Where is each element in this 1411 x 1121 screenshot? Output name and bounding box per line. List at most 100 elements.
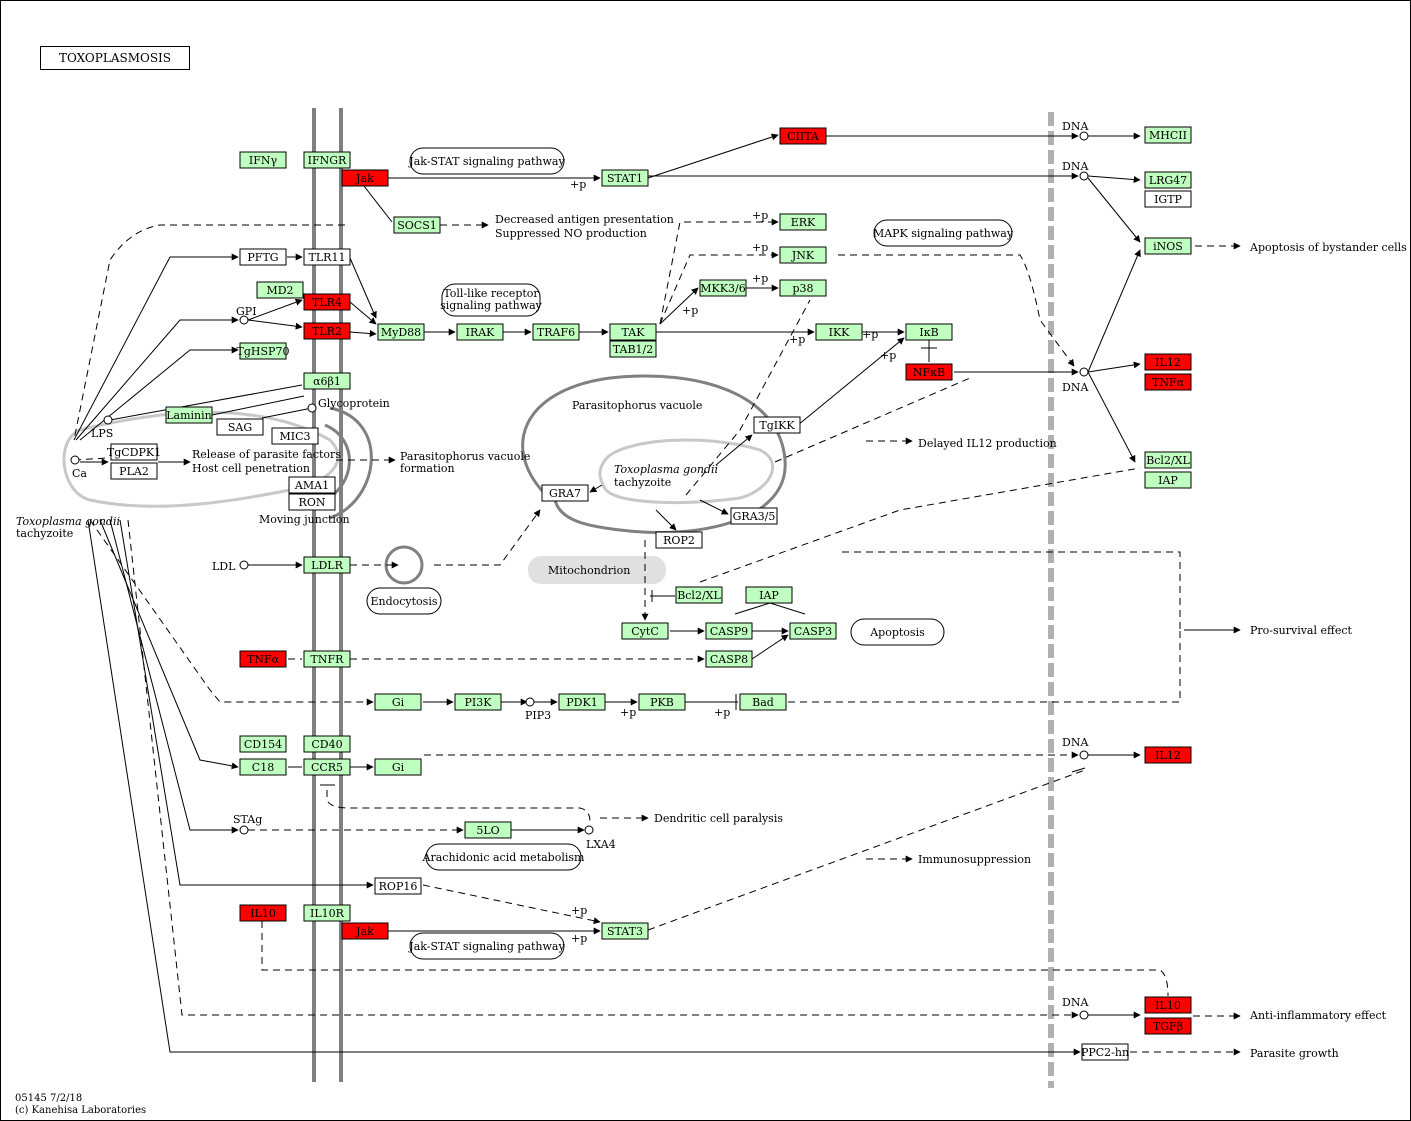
gene-node-tghsp70[interactable]: TgHSP70 xyxy=(237,342,290,360)
gene-node-tgcdpk1[interactable]: TgCDPK1 xyxy=(107,443,161,461)
gene-label: IL10 xyxy=(250,907,276,920)
gene-node-il12a[interactable]: IL12 xyxy=(1144,353,1192,371)
gene-node-irak[interactable]: IRAK xyxy=(456,323,504,341)
label-pvf2: formation xyxy=(400,462,455,475)
gene-node-p38[interactable]: p38 xyxy=(779,279,827,297)
gene-label: IFNγ xyxy=(249,154,278,167)
gene-node-pi3k[interactable]: PI3K xyxy=(454,693,502,711)
gene-label: PPC2-hn xyxy=(1081,1046,1129,1059)
gene-node-lrg47[interactable]: LRG47 xyxy=(1144,171,1192,189)
gene-node-erk[interactable]: ERK xyxy=(779,213,827,231)
gene-node-iap_r[interactable]: IAP xyxy=(1144,471,1192,489)
label-p_pkb: +p xyxy=(620,706,636,719)
gene-node-tgfb[interactable]: TGFβ xyxy=(1144,1017,1192,1035)
pathway-link-arach[interactable]: Arachidonic acid metabolism xyxy=(422,843,585,871)
gene-node-pkb[interactable]: PKB xyxy=(638,693,686,711)
gene-node-casp3[interactable]: CASP3 xyxy=(789,622,837,640)
gene-node-rop16[interactable]: ROP16 xyxy=(374,877,422,895)
gene-node-ppc2[interactable]: PPC2-hn xyxy=(1081,1043,1129,1061)
gene-node-ciita[interactable]: CIITA xyxy=(779,127,827,145)
gene-node-gra35[interactable]: GRA3/5 xyxy=(730,507,778,525)
gene-node-ifng[interactable]: IFNγ xyxy=(239,151,287,169)
gene-node-bad[interactable]: Bad xyxy=(739,693,787,711)
gene-node-inos[interactable]: iNOS xyxy=(1144,237,1192,255)
gene-node-lo5[interactable]: 5LO xyxy=(464,821,512,839)
gene-node-jnk[interactable]: JNK xyxy=(779,246,827,264)
gene-node-tlr4[interactable]: TLR4 xyxy=(303,293,351,311)
gene-node-tab12[interactable]: TAB1/2 xyxy=(609,340,657,358)
gene-node-myd88[interactable]: MyD88 xyxy=(377,323,425,341)
pathway-link-jakstat1[interactable]: Jak-STAT signaling pathway xyxy=(408,147,565,175)
gene-node-tgikk[interactable]: TgIKK xyxy=(753,416,801,434)
gene-label: PI3K xyxy=(465,696,493,709)
gene-node-laminin[interactable]: Laminin xyxy=(165,406,213,424)
pathway-link-endocytosis[interactable]: Endocytosis xyxy=(366,587,442,615)
gene-label: STAT3 xyxy=(607,925,643,938)
gene-node-stat1[interactable]: STAT1 xyxy=(601,169,649,187)
gene-node-casp8[interactable]: CASP8 xyxy=(705,650,753,668)
gene-node-mic3[interactable]: MIC3 xyxy=(271,427,319,445)
gene-node-mkk36[interactable]: MKK3/6 xyxy=(699,279,747,297)
gene-node-socs1[interactable]: SOCS1 xyxy=(393,216,441,234)
gene-node-md2[interactable]: MD2 xyxy=(256,281,304,299)
gene-node-ron[interactable]: RON xyxy=(288,493,336,511)
gene-node-a6b1[interactable]: α6β1 xyxy=(303,372,351,390)
gene-node-tnfa_out[interactable]: TNFα xyxy=(1144,373,1192,391)
gene-label: p38 xyxy=(792,282,813,295)
label-p_ikk: +p xyxy=(789,333,805,346)
gene-label: Gi xyxy=(392,761,405,774)
gene-node-il12b[interactable]: IL12 xyxy=(1144,746,1192,764)
pathway-link-apoptosis[interactable]: Apoptosis xyxy=(850,618,945,646)
gene-node-pdk1[interactable]: PDK1 xyxy=(558,693,606,711)
gene-node-ama1[interactable]: AMA1 xyxy=(288,476,336,494)
gene-node-ikk[interactable]: IKK xyxy=(815,323,863,341)
gene-node-cytc[interactable]: CytC xyxy=(621,622,669,640)
gene-node-tlr2[interactable]: TLR2 xyxy=(303,322,351,340)
gene-label: ERK xyxy=(791,216,816,229)
gene-label: IL12 xyxy=(1155,356,1181,369)
label-glyco: Glycoprotein xyxy=(318,397,390,410)
gene-node-ikb[interactable]: IκB xyxy=(905,323,953,341)
gene-node-il10out[interactable]: IL10 xyxy=(1144,996,1192,1014)
gene-node-gi1[interactable]: Gi xyxy=(374,693,422,711)
label-p_p38: +p xyxy=(752,272,768,285)
gene-node-tnfa_in[interactable]: TNFα xyxy=(239,650,287,668)
gene-node-ifngr[interactable]: IFNGR xyxy=(303,151,351,169)
gene-node-casp9[interactable]: CASP9 xyxy=(705,622,753,640)
gene-node-cd40[interactable]: CD40 xyxy=(303,735,351,753)
label-release2: Host cell penetration xyxy=(192,462,310,475)
gene-node-iap_m[interactable]: IAP xyxy=(745,586,793,604)
pathway-link-mapk[interactable]: MAPK signaling pathway xyxy=(873,219,1014,247)
label-parasite_growth: Parasite growth xyxy=(1250,1047,1339,1060)
gene-node-c18[interactable]: C18 xyxy=(239,758,287,776)
gene-node-rop2[interactable]: ROP2 xyxy=(655,531,703,549)
gene-node-cd154[interactable]: CD154 xyxy=(239,735,287,753)
gene-node-stat3[interactable]: STAT3 xyxy=(601,922,649,940)
gene-node-pla2[interactable]: PLA2 xyxy=(110,462,158,480)
gene-node-tak[interactable]: TAK xyxy=(609,323,657,341)
gene-node-il10r[interactable]: IL10R xyxy=(303,904,351,922)
gene-node-jak2[interactable]: Jak xyxy=(341,922,389,940)
gene-node-traf6[interactable]: TRAF6 xyxy=(532,323,580,341)
gene-node-gra7[interactable]: GRA7 xyxy=(541,484,589,502)
gene-node-tlr11[interactable]: TLR11 xyxy=(303,248,351,266)
gene-node-bcl2xl_m[interactable]: Bcl2/XL xyxy=(675,586,723,604)
pathway-link-jakstat2[interactable]: Jak-STAT signaling pathway xyxy=(408,932,565,960)
gene-node-nfkb[interactable]: NFκB xyxy=(905,363,953,381)
gene-node-ldlr[interactable]: LDLR xyxy=(303,556,351,574)
gene-node-tnfr[interactable]: TNFR xyxy=(303,650,351,668)
gene-node-bcl2xl_r[interactable]: Bcl2/XL xyxy=(1144,451,1192,469)
gene-label: CD40 xyxy=(311,738,342,751)
gene-node-sag[interactable]: SAG xyxy=(216,418,264,436)
label-supp_no: Suppressed NO production xyxy=(495,227,647,240)
gene-node-ccr5[interactable]: CCR5 xyxy=(303,758,351,776)
gene-node-pftg[interactable]: PFTG xyxy=(239,248,287,266)
gene-node-gi2[interactable]: Gi xyxy=(374,758,422,776)
label-dna2: DNA xyxy=(1062,160,1089,173)
gene-node-jak1[interactable]: Jak xyxy=(341,169,389,187)
label-pip3: PIP3 xyxy=(525,709,551,722)
gene-node-il10[interactable]: IL10 xyxy=(239,904,287,922)
gene-node-igtp[interactable]: IGTP xyxy=(1144,190,1192,208)
gene-node-mhcii[interactable]: MHCII xyxy=(1144,126,1192,144)
